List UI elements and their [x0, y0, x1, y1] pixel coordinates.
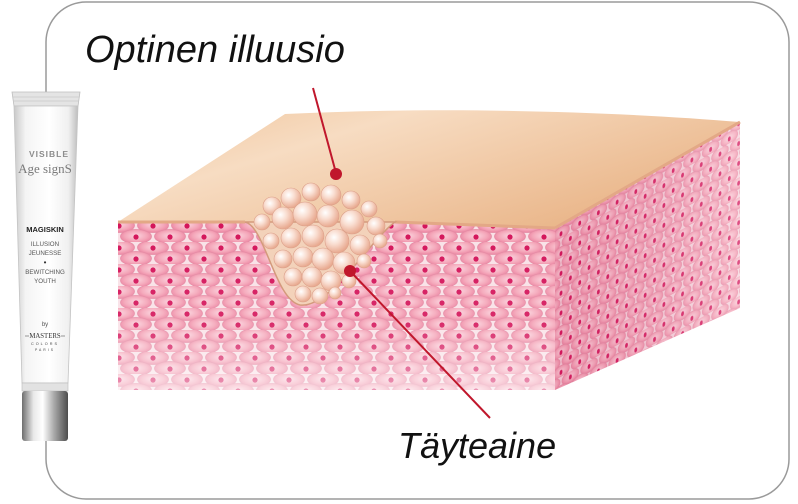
- filler-bubble: [321, 185, 341, 205]
- tube-neck: [22, 383, 68, 391]
- filler-bubble: [312, 288, 328, 304]
- filler-bubble: [329, 287, 341, 299]
- filler-bubble: [254, 214, 270, 230]
- filler-pointer-dot: [344, 265, 356, 277]
- tube-en2: YOUTH: [34, 278, 56, 285]
- tube-city: PARIS: [35, 348, 55, 352]
- filler-bubble: [367, 217, 385, 235]
- tube-fr2: JEUNESSE: [29, 250, 62, 257]
- tube-line1: VISIBLE: [29, 149, 69, 159]
- tube-line2: Age signS: [18, 161, 72, 176]
- illusion-label: Optinen illuusio: [85, 29, 345, 71]
- filler-bubble: [312, 248, 334, 270]
- tube-brand2: COLORS: [31, 342, 59, 346]
- filler-bubble: [361, 201, 377, 217]
- filler-bubble: [284, 268, 302, 286]
- tube-fr1: ILLUSION: [31, 241, 59, 248]
- filler-bubble: [302, 225, 324, 247]
- filler-bubble: [281, 228, 301, 248]
- filler-bubble: [373, 234, 387, 248]
- tube-by: by: [42, 322, 48, 328]
- filler-bubble: [293, 202, 317, 226]
- filler-bubble: [317, 205, 339, 227]
- filler-bubble: [357, 254, 371, 268]
- tube-en1: BEWITCHING: [25, 269, 65, 276]
- filler-bubble: [350, 235, 370, 255]
- filler-bubble: [263, 233, 279, 249]
- filler-bubble: [274, 250, 292, 268]
- filler-bubble: [293, 247, 313, 267]
- filler-bubble: [340, 210, 364, 234]
- filler-bubble: [342, 191, 360, 209]
- tube-product-name: MAGISKIN: [26, 225, 64, 234]
- filler-bubble: [302, 183, 320, 201]
- filler-bubble: [272, 207, 294, 229]
- filler-bubble: [302, 267, 322, 287]
- tube-cap: [22, 391, 68, 441]
- filler-bubble: [295, 286, 311, 302]
- tube-brand: MASTERS: [29, 333, 61, 340]
- tube-crimp: [12, 92, 80, 106]
- tube-bullet: •: [44, 258, 47, 267]
- illusion-pointer-dot: [330, 168, 342, 180]
- filler-label: Täyteaine: [398, 425, 556, 466]
